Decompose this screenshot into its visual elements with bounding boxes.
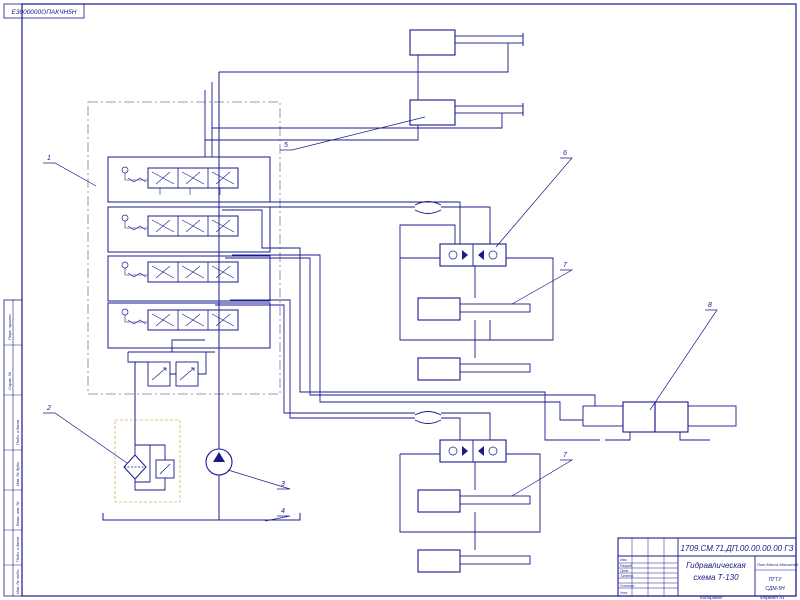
side-strip: Перв. примен. Справ. № Подп. и дата Инв.… xyxy=(3,299,23,597)
svg-text:Лит Масса Масштаб: Лит Масса Масштаб xyxy=(756,562,799,567)
lift-cylinder-top xyxy=(409,29,524,56)
hydrolock-upper xyxy=(439,243,507,267)
steering-cylinder-7c xyxy=(417,489,531,513)
svg-text:Инв. № подл.: Инв. № подл. xyxy=(15,569,20,594)
upper-hydraulic-lines xyxy=(399,224,554,358)
svg-text:8: 8 xyxy=(708,302,712,309)
svg-text:7: 7 xyxy=(563,262,568,269)
svg-text:3: 3 xyxy=(281,481,285,488)
filter-assembly xyxy=(123,362,175,491)
svg-text:2: 2 xyxy=(46,405,51,412)
steering-cylinder-7a xyxy=(417,297,531,321)
pump xyxy=(205,72,233,520)
svg-text:6: 6 xyxy=(563,150,567,157)
svg-text:1: 1 xyxy=(47,155,51,162)
svg-text:Т.контр.: Т.контр. xyxy=(620,574,634,578)
svg-text:Подп. и дата: Подп. и дата xyxy=(15,536,20,562)
distributor-section-3 xyxy=(107,255,271,302)
document-code: 1709.СМ.71.ДП.00.00.00.00 ГЗ xyxy=(680,544,793,553)
svg-text:4: 4 xyxy=(281,508,285,515)
hose-crossing-upper xyxy=(414,201,442,214)
callouts xyxy=(43,116,718,522)
lower-hydraulic-lines xyxy=(215,299,541,550)
double-rod-cylinder xyxy=(582,401,737,441)
lift-cylinder-bottom xyxy=(409,99,524,126)
callout-numbers: 1 2 3 4 5 6 7 8 7 xyxy=(46,142,712,515)
svg-text:Подп. и дата: Подп. и дата xyxy=(15,419,20,445)
sheet-border xyxy=(21,3,797,597)
distributor-boundary xyxy=(87,101,281,395)
svg-text:Изм.: Изм. xyxy=(620,558,627,562)
svg-text:Утв.: Утв. xyxy=(620,591,628,595)
tank-line xyxy=(102,513,301,521)
relief-valves xyxy=(127,339,215,387)
svg-text:Справ. №: Справ. № xyxy=(7,371,12,390)
drawing-title-2: схема Т-130 xyxy=(693,573,739,582)
steering-cylinder-7d xyxy=(417,549,531,573)
svg-text:Перв. примен.: Перв. примен. xyxy=(7,313,12,340)
lift-lines xyxy=(204,43,509,157)
cylinder-8-lines xyxy=(225,254,596,421)
top-stamp: Е3000000ОПАКЧН5Н xyxy=(3,3,85,19)
distributor-section-4 xyxy=(107,302,271,349)
copied-label: Копировал xyxy=(700,595,723,600)
svg-text:5: 5 xyxy=(284,142,288,149)
distributor-section-2 xyxy=(107,206,271,253)
hose-crossing-lower xyxy=(414,411,442,424)
svg-text:Инв. № дубл.: Инв. № дубл. xyxy=(15,461,20,486)
drawing-title-1: Гидравлическая xyxy=(686,561,746,570)
steering-cylinder-7b xyxy=(417,357,531,381)
svg-text:Н.контр.: Н.контр. xyxy=(620,584,635,588)
svg-text:ПГТУ: ПГТУ xyxy=(769,577,782,583)
filter-frame xyxy=(114,419,181,503)
format-label: Формат А1 xyxy=(760,595,785,600)
svg-text:СДМ-5Н: СДМ-5Н xyxy=(765,586,785,592)
hydrolock-lower xyxy=(439,439,507,463)
title-block: 1709.СМ.71.ДП.00.00.00.00 ГЗ Гидравличес… xyxy=(617,537,799,597)
svg-text:Разраб.: Разраб. xyxy=(620,564,633,568)
distributor-to-lock-lines xyxy=(213,201,600,441)
svg-text:Взам. инв. №: Взам. инв. № xyxy=(15,501,20,526)
svg-text:Пров.: Пров. xyxy=(620,569,629,573)
distributor-section-1 xyxy=(107,156,271,203)
svg-text:7: 7 xyxy=(563,452,568,459)
svg-text:Е3000000ОПАКЧН5Н: Е3000000ОПАКЧН5Н xyxy=(12,9,77,16)
